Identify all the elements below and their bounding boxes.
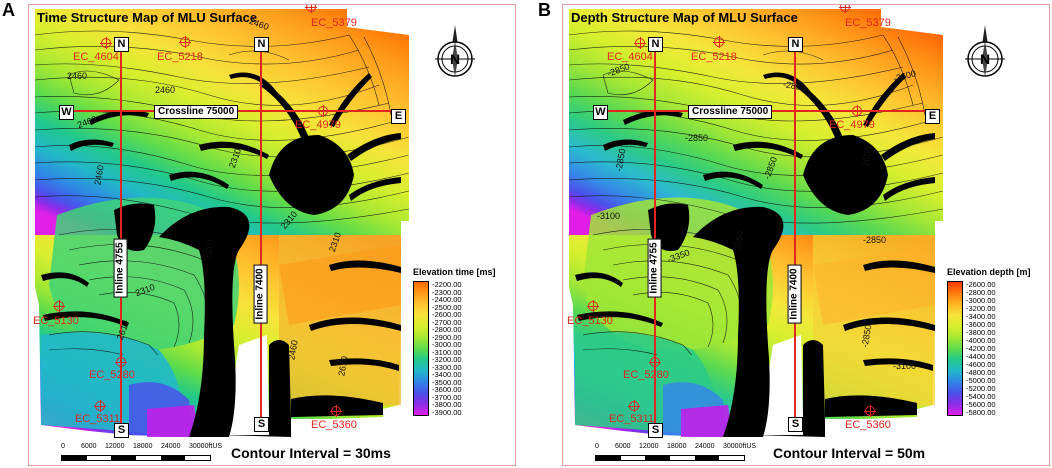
- well-label: EC_5311: [609, 413, 655, 425]
- well-marker: [628, 400, 640, 412]
- legend-ticks: -2200.00 -2300.00 -2400.00 -2500.00 -260…: [432, 280, 462, 417]
- west-marker: W: [593, 105, 608, 120]
- east-marker: E: [391, 109, 406, 124]
- well-marker: [53, 300, 65, 312]
- panel-b-map-surface: [569, 9, 943, 437]
- compass-icon: N: [965, 25, 1005, 77]
- inline-left-label: Inline 4755: [647, 238, 662, 298]
- well-marker: [317, 105, 329, 117]
- contour-interval-b: Contour Interval = 50m: [773, 445, 926, 461]
- well-marker: [587, 300, 599, 312]
- well-label: EC_4604: [607, 51, 653, 63]
- scale-bar-a: 0 6000 12000 18000 24000 30000ftUS: [61, 443, 222, 461]
- south-marker-left: S: [114, 423, 129, 438]
- well-marker: [94, 400, 106, 412]
- well-label: EC_5360: [311, 419, 357, 431]
- elevation-legend-b: Elevation depth [m] -2600.00 -2800.00 -3…: [947, 267, 1031, 416]
- south-marker-left: S: [648, 423, 663, 438]
- panel-b-map: Depth Structure Map of MLU Surface N N N…: [562, 4, 1050, 466]
- well-label: EC_5379: [845, 17, 891, 29]
- contour-interval-a: Contour Interval = 30ms: [231, 445, 391, 461]
- well-marker: [330, 405, 342, 417]
- legend-colorbar: [413, 281, 429, 416]
- contour-label: -3100: [597, 211, 621, 221]
- well-label: EC_5360: [845, 419, 891, 431]
- crossline-label: Crossline 75000: [154, 105, 239, 119]
- well-marker: [839, 5, 851, 13]
- north-marker-left: N: [648, 37, 663, 52]
- well-label: EC_5130: [567, 315, 613, 327]
- well-marker: [305, 5, 317, 13]
- faults-a: [41, 72, 401, 437]
- contour-label: 2460: [67, 71, 88, 81]
- well-label: EC_5218: [691, 51, 737, 63]
- well-marker: [851, 105, 863, 117]
- panel-b-title: Depth Structure Map of MLU Surface: [571, 10, 798, 25]
- north-marker-right: N: [254, 37, 269, 52]
- well-label: EC_5311: [75, 413, 121, 425]
- contour-label: -2850: [685, 133, 709, 143]
- scale-bar-b: 0 6000 12000 18000 24000 30000ftUS: [595, 443, 756, 461]
- well-label: EC_4979: [829, 119, 875, 131]
- faults-b: [575, 72, 935, 437]
- panel-a-map: Time Structure Map of MLU Surface N N N …: [28, 4, 516, 466]
- inline-right-label: Inline 7400: [787, 264, 802, 324]
- legend-title: Elevation depth [m]: [947, 267, 1031, 277]
- well-marker: [100, 37, 112, 49]
- contour-label: -3100: [893, 361, 917, 371]
- well-label: EC_5280: [89, 369, 135, 381]
- well-marker: [713, 36, 725, 48]
- north-marker-left: N: [114, 37, 129, 52]
- svg-text:N: N: [450, 51, 460, 67]
- well-label: EC_4604: [73, 51, 119, 63]
- inline-right-label: Inline 7400: [253, 264, 268, 324]
- well-label: EC_5218: [157, 51, 203, 63]
- svg-text:N: N: [980, 51, 990, 67]
- panel-b-letter: B: [538, 0, 551, 20]
- legend-title: Elevation time [ms]: [413, 267, 496, 277]
- crossline-label: Crossline 75000: [688, 105, 773, 119]
- panel-a-letter: A: [2, 0, 15, 20]
- inline-left-label: Inline 4755: [113, 238, 128, 298]
- well-marker: [649, 356, 661, 368]
- well-marker: [179, 36, 191, 48]
- well-label: EC_5379: [311, 17, 357, 29]
- contour-label: 2460: [155, 85, 176, 95]
- south-marker-right: S: [254, 417, 269, 432]
- well-label: EC_5280: [623, 369, 669, 381]
- well-label: EC_4979: [295, 119, 341, 131]
- well-label: EC_5130: [33, 315, 79, 327]
- west-marker: W: [59, 105, 74, 120]
- south-marker-right: S: [788, 417, 803, 432]
- contour-label: -2850: [863, 235, 887, 245]
- legend-ticks: -2600.00 -2800.00 -3000.00 -3200.00 -340…: [966, 280, 996, 417]
- north-marker-right: N: [788, 37, 803, 52]
- legend-colorbar: [947, 281, 963, 416]
- well-marker: [634, 37, 646, 49]
- well-marker: [864, 405, 876, 417]
- elevation-legend-a: Elevation time [ms] -2200.00 -2300.00 -2…: [413, 267, 496, 416]
- east-marker: E: [925, 109, 940, 124]
- panel-a-title: Time Structure Map of MLU Surface: [37, 10, 258, 25]
- compass-icon: N: [435, 25, 475, 77]
- well-marker: [115, 356, 127, 368]
